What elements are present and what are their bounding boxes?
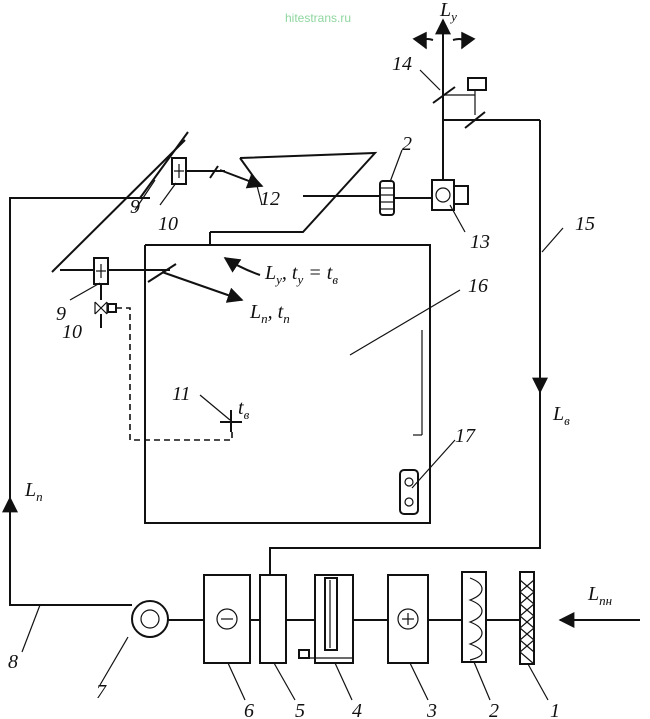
control-valve — [94, 301, 117, 328]
air-regulator-10-left — [93, 257, 109, 300]
air-filter-1 — [519, 571, 535, 665]
damper-14 — [432, 77, 540, 129]
flow-supply-label: Lп — [24, 479, 43, 504]
label-6: 6 — [244, 700, 254, 719]
temperature-sensor-11 — [199, 394, 242, 432]
leader-lines — [21, 69, 564, 701]
label-14: 14 — [392, 53, 412, 75]
air-regulator-10-top — [171, 157, 225, 185]
flow-exhaust-top-label: Lу — [439, 0, 457, 24]
room-16 — [144, 244, 461, 524]
label-3: 3 — [426, 700, 437, 719]
recirculation-duct-15 — [269, 120, 541, 575]
label-1: 1 — [550, 700, 560, 719]
label-17: 17 — [455, 425, 476, 447]
flow-exhaust-room-label: Lу, tу = tв — [264, 262, 338, 287]
label-2-top: 2 — [402, 133, 412, 155]
label-5: 5 — [295, 700, 305, 719]
mixing-chamber-5 — [259, 574, 287, 664]
heater-3 — [387, 574, 429, 664]
label-7: 7 — [96, 681, 107, 703]
label-8: 8 — [8, 651, 18, 673]
exhaust-outlet-arrows — [412, 18, 476, 50]
control-signal-line — [116, 307, 233, 441]
flexible-insert-2-bottom — [461, 571, 487, 663]
label-15: 15 — [575, 213, 595, 235]
sensor-temp-label: tв — [238, 397, 250, 422]
label-4: 4 — [352, 700, 362, 719]
flexible-insert-2-top — [379, 180, 432, 216]
label-9-left: 9 — [56, 303, 66, 325]
label-11: 11 — [172, 383, 191, 405]
branch-line-9-left — [51, 139, 186, 273]
exhaust-fan-13 — [431, 45, 469, 211]
label-13: 13 — [470, 231, 490, 253]
flow-recirc-label: Lв — [552, 403, 570, 428]
flow-outdoor-label: Lпн — [587, 583, 612, 608]
label-12: 12 — [260, 188, 280, 210]
label-10-top: 10 — [158, 213, 178, 235]
supply-duct-8 — [9, 197, 150, 606]
watermark-text: hitestrans.ru — [285, 11, 351, 25]
exhaust-grille-17 — [399, 469, 419, 515]
label-2-bottom: 2 — [489, 700, 499, 719]
cooler-6 — [203, 574, 251, 664]
flow-supply-room-label: Lп, tп — [249, 301, 290, 326]
label-16: 16 — [468, 275, 488, 297]
branch-line-9-top — [139, 131, 189, 199]
humidifier-4 — [298, 574, 354, 664]
label-10-left: 10 — [62, 321, 82, 343]
exhaust-arrow-room — [223, 257, 261, 276]
supply-fan-7 — [128, 600, 204, 638]
label-9-top: 9 — [130, 196, 140, 218]
